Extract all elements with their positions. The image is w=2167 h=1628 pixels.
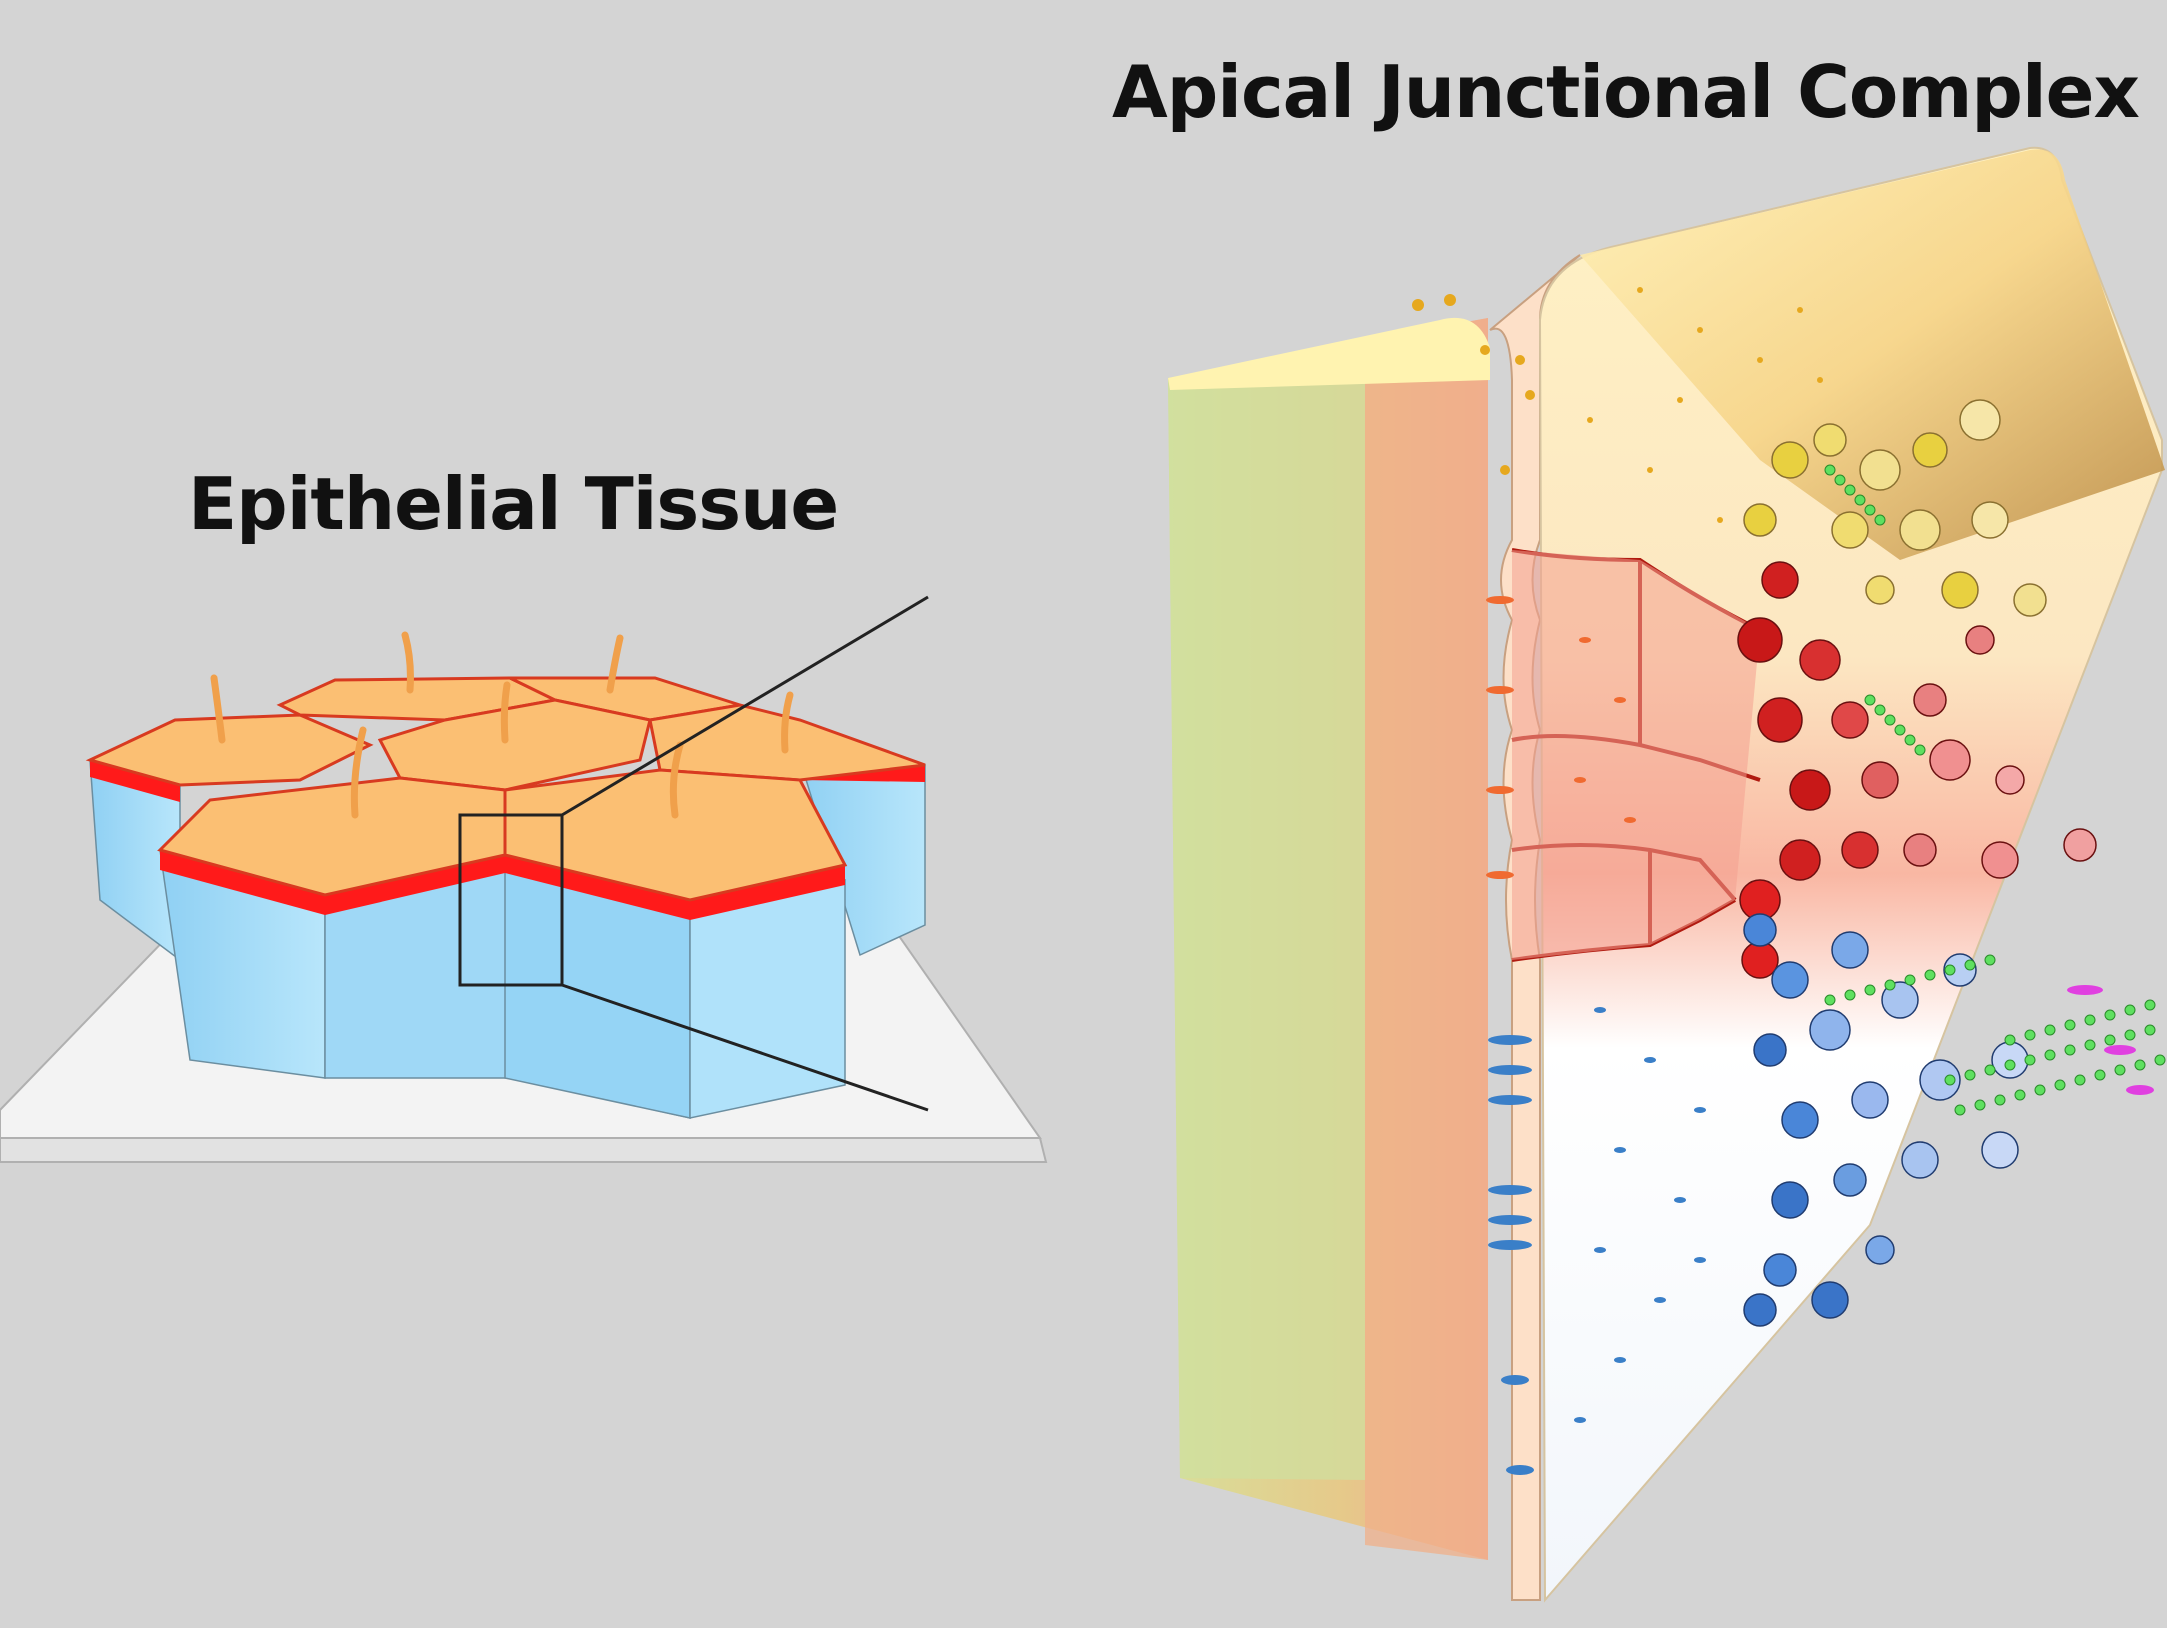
zoom-region-box xyxy=(458,813,564,987)
tight-junction-particles xyxy=(1412,287,1823,523)
apical-junctional-complex-title: Apical Junctional Complex xyxy=(1112,50,2140,134)
desmosome-proteins xyxy=(1743,913,2029,1327)
cilia xyxy=(210,631,794,819)
epithelial-tissue-title: Epithelial Tissue xyxy=(188,462,839,546)
epithelial-tissue-illustration xyxy=(0,595,1048,1163)
actin-filaments xyxy=(1824,464,2166,1116)
myosin-filaments xyxy=(2067,985,2154,1095)
apical-junctional-complex-illustration xyxy=(1168,146,2166,1603)
tight-junction-proteins xyxy=(1743,399,2047,617)
desmosome-particles xyxy=(1488,1007,1706,1475)
adherens-junction-proteins xyxy=(1737,561,2097,979)
junction-band xyxy=(90,760,180,802)
